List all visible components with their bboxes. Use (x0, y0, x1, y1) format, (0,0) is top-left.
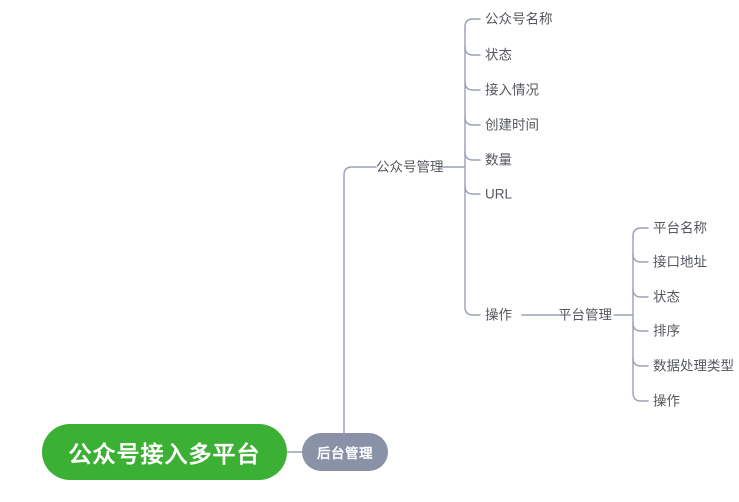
hook-gzh-1 (464, 18, 481, 28)
hook-gzh-2 (464, 46, 481, 56)
node-gongzhonghao-management[interactable]: 公众号管理 (376, 159, 444, 175)
leaf-ptgl-actions[interactable]: 操作 (653, 393, 680, 409)
leaf-ptgl-sort[interactable]: 排序 (653, 323, 680, 339)
leaf-gzh-count[interactable]: 数量 (485, 152, 512, 168)
hook-ptgl-3 (632, 288, 649, 298)
leaf-gzh-actions[interactable]: 操作 (485, 307, 512, 323)
wire-backend-to-gzh (343, 166, 377, 434)
leaf-ptgl-api-address[interactable]: 接口地址 (653, 254, 707, 270)
hook-ptgl-6 (632, 392, 649, 402)
hook-ptgl-2 (632, 253, 649, 263)
root-node[interactable]: 公众号接入多平台 (42, 424, 287, 480)
hook-gzh-6 (464, 185, 481, 195)
hook-ptgl-4 (632, 322, 649, 332)
node-backend-management[interactable]: 后台管理 (302, 433, 388, 471)
hook-gzh-5 (464, 151, 481, 161)
leaf-ptgl-data-process-type[interactable]: 数据处理类型 (653, 358, 734, 374)
hook-ptgl-5 (632, 357, 649, 367)
leaf-gzh-status[interactable]: 状态 (485, 47, 512, 63)
leaf-gzh-name[interactable]: 公众号名称 (485, 11, 553, 27)
hook-gzh-7 (464, 306, 481, 316)
hook-gzh-4 (464, 116, 481, 126)
node-pingtai-management[interactable]: 平台管理 (558, 307, 612, 323)
leaf-gzh-access-state[interactable]: 接入情况 (485, 82, 539, 98)
leaf-gzh-create-time[interactable]: 创建时间 (485, 117, 539, 133)
hook-gzh-3 (464, 81, 481, 91)
leaf-gzh-url[interactable]: URL (485, 186, 513, 202)
leaf-ptgl-platform-name[interactable]: 平台名称 (653, 220, 707, 236)
hook-ptgl-1 (632, 227, 649, 237)
leaf-ptgl-status[interactable]: 状态 (653, 289, 680, 305)
